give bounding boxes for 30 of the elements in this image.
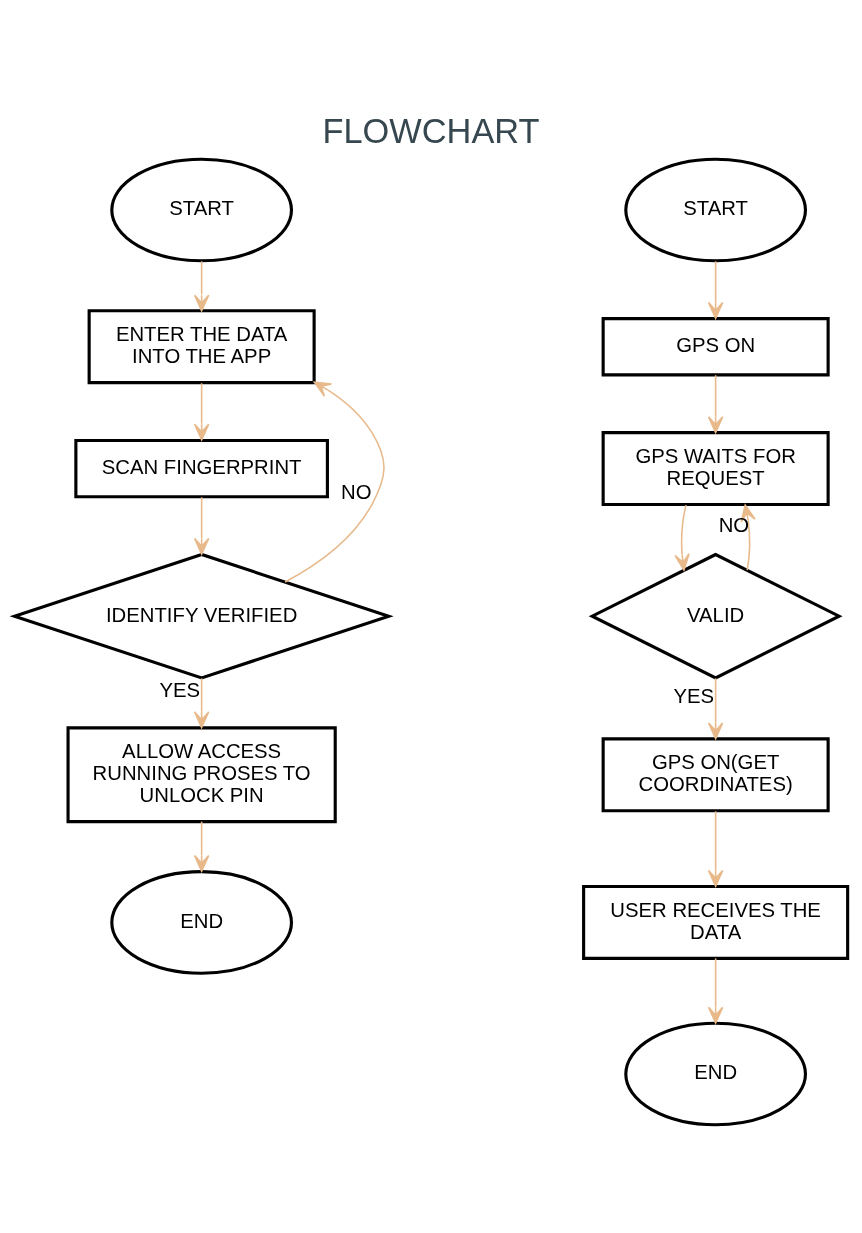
arrow (193, 820, 210, 872)
node-ellipse: START (624, 157, 808, 262)
arrow (707, 677, 724, 739)
arrow (193, 382, 210, 441)
edge-label: NO (341, 480, 372, 503)
arrow (707, 260, 724, 319)
arrow (740, 503, 756, 571)
arrow (707, 373, 724, 433)
edge-label: YES (159, 678, 201, 701)
node-box: SCAN FINGERPRINT (74, 438, 329, 498)
arrow (193, 496, 210, 555)
diagram-title: FLOWCHART (322, 111, 540, 150)
edge-label: NO (718, 513, 750, 536)
node-box: ENTER THE DATA INTO THE APP (87, 308, 316, 384)
arrow (193, 260, 210, 312)
node-ellipse: START (110, 157, 294, 262)
node-box: USER RECEIVES THE DATA (582, 884, 850, 960)
node-diamond: IDENTIFY VERIFIED (9, 552, 394, 680)
node-box: ALLOW ACCESS RUNNING PROSES TO UNLOCK PIN (66, 725, 337, 823)
arrow (284, 380, 385, 583)
edge-label: YES (673, 684, 715, 707)
arrow (707, 810, 724, 887)
node-ellipse: END (110, 869, 294, 975)
arrow (193, 677, 210, 728)
node-box: GPS ON (601, 316, 830, 376)
node-box: GPS ON(GET COORDINATES) (601, 736, 830, 812)
arrow (707, 957, 724, 1024)
arrow (674, 503, 690, 571)
node-box: GPS WAITS FOR REQUEST (601, 430, 830, 506)
node-ellipse: END (624, 1021, 808, 1126)
